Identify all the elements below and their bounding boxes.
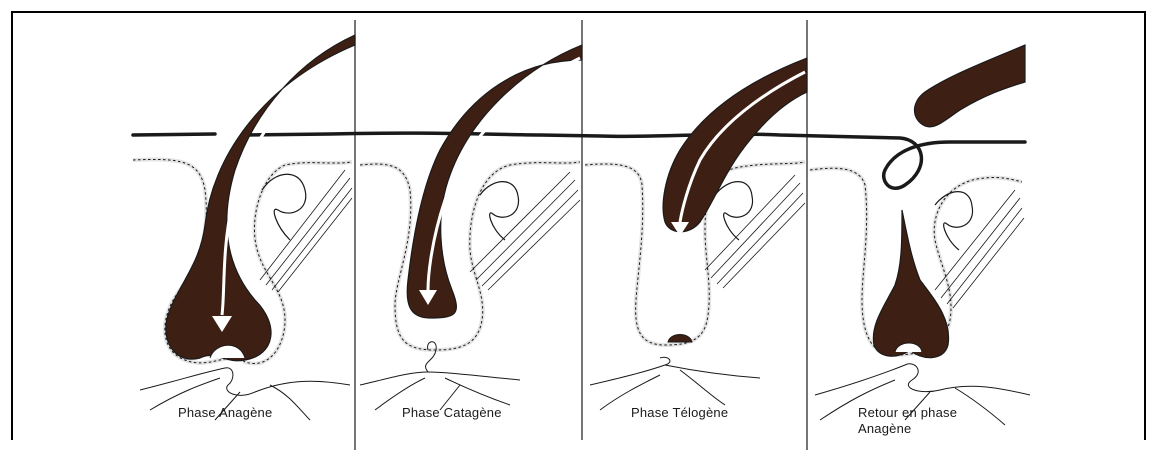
caption-telogen: Phase Télogène [631, 405, 728, 420]
caption-return-line2: Anagène [858, 421, 978, 437]
caption-catagen: Phase Catagène [402, 405, 502, 420]
panel-catagen [360, 45, 582, 410]
panel-return-anagen [810, 45, 1030, 425]
caption-anagen: Phase Anagène [178, 405, 272, 420]
caption-return-line1: Retour en phase [858, 405, 978, 421]
panel-anagen [133, 35, 355, 420]
panel-telogen [585, 58, 807, 410]
caption-return-anagen: Retour en phase Anagène [858, 405, 978, 437]
